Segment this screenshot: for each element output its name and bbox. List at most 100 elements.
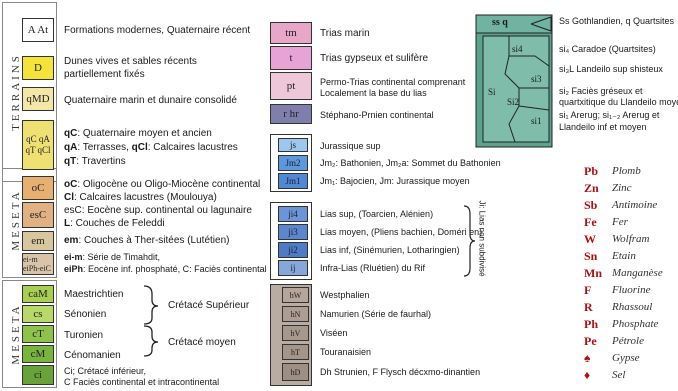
label-qA: qA: Terrasses, qCl: Calcaires lacustres <box>64 142 238 153</box>
mineral-name: Plomb <box>612 165 641 177</box>
qT-bold: qT <box>64 156 77 167</box>
jurassic-frame <box>270 134 312 192</box>
Cl-bold: Cl <box>64 192 74 203</box>
mineral-symbol: Pb <box>584 164 599 178</box>
qC-bold: qC <box>64 128 78 139</box>
qCl-bold: qCl <box>131 142 148 153</box>
label-ss: Ss Gothlandien, q Quartsites <box>559 16 675 26</box>
Cl-text: : Calcaires lacustres (Moulouya) <box>74 192 217 203</box>
mineral-name: Zinc <box>612 182 632 194</box>
mineral-name: Rhassoul <box>612 301 653 313</box>
label-si2b: quartxitique du Llandeilo moyen <box>559 97 678 107</box>
label-hT: Touranaisien <box>320 347 372 357</box>
code-Si2: Si2 <box>507 97 520 107</box>
mineral-symbol: Sn <box>584 249 598 263</box>
swatch-hW: hW <box>282 287 309 303</box>
mineral-name: Gypse <box>612 352 640 364</box>
label-ij: Infra-Lias (Rluétien) du Rif <box>320 263 426 273</box>
code-si1: si1 <box>531 116 542 126</box>
swatch-r: r hr <box>270 104 312 124</box>
em-text: : Couches à Ther-sitées (Lutétien) <box>78 235 230 246</box>
qCl-text: : Calcaires lacustres <box>147 142 238 153</box>
lias-bracket <box>463 205 476 277</box>
label-eim: ei-m: Série de Timahdit, <box>64 252 160 262</box>
eiPh-bold: eiPh <box>64 264 84 274</box>
swatch-jm2: Jm2 <box>278 155 308 171</box>
oC-text: : Oligocène ou Oligo-Miocène continental <box>77 179 261 190</box>
mineral-symbol: Mn <box>584 266 602 280</box>
cretace-brackets <box>143 285 159 357</box>
swatch-jm1: Jm1 <box>278 173 308 189</box>
label-hN: Namurien (Série de faurhal) <box>320 309 432 319</box>
eim-bold: ei-m <box>64 252 83 262</box>
label-jm2: Jm₂: Bathonien, Jm₂a: Sommet du Bathonie… <box>320 158 501 168</box>
mineral-name: Sel <box>612 369 626 381</box>
mineral-name: Wolfram <box>612 233 650 245</box>
label-si2a: si₂ Faciès gréseux et <box>559 86 643 96</box>
label-r: Stéphano-Prnien continental <box>320 110 434 120</box>
label-A: Formations modernes, Quaternaire récent <box>64 25 251 36</box>
swatch-esC: esC <box>22 202 54 228</box>
label-caM: Maestrichtien <box>64 289 124 300</box>
mineral-symbol: ♠ <box>584 351 591 365</box>
label-D2: partiellement fixés <box>64 69 145 80</box>
code-si3: si3 <box>531 74 542 84</box>
L-bold: L <box>64 218 71 229</box>
label-si3: si₃L Landeilo sup shisteux <box>559 64 663 74</box>
swatch-t: t <box>270 46 312 70</box>
mineral-name: Phosphate <box>612 318 659 330</box>
label-js: Jurassique sup <box>320 141 381 151</box>
label-ji4: Lias sup, (Toarcien, Alénien) <box>320 209 434 219</box>
label-ci2: C Faciès continental et intracontinental <box>64 377 220 387</box>
label-oC: oC: Oligocène ou Oligo-Miocène continent… <box>64 179 260 190</box>
mineral-symbol: ♦ <box>584 368 591 382</box>
label-qMD: Quaternaire marin et dunaire consolidé <box>64 95 237 106</box>
swatch-ji4: ji4 <box>278 206 308 222</box>
code-Si: Si <box>488 87 496 97</box>
label-si1b: Llandeilo inf et moyen <box>559 122 647 132</box>
swatch-em: em <box>22 231 54 251</box>
swatch-qMD: qMD <box>22 87 54 111</box>
label-D: Dunes vives et sables récents <box>64 56 197 67</box>
label-Cl: Cl: Calcaires lacustres (Moulouya) <box>64 192 217 203</box>
label-cs: Sénonien <box>64 309 107 320</box>
swatch-tm: tm <box>270 22 312 44</box>
label-hD: Dh Strunien, F Flysch décxmo-dinantien <box>320 367 481 377</box>
mineral-name: Etain <box>612 250 636 262</box>
qA-bold: qA <box>64 142 78 153</box>
L-text: : Couches de Feleddi <box>70 218 165 229</box>
swatch-ei: ei-m eiPh-eiC <box>22 253 54 275</box>
swatch-ji2: ji2 <box>278 242 308 258</box>
eim-text: : Série de Timahdit, <box>82 252 161 262</box>
swatch-hN: hN <box>282 306 309 322</box>
label-eiPh: eiPh: Eocène inf. phosphaté, C: Faciès c… <box>64 264 267 274</box>
label-t: Trias gypseux et sulifère <box>320 53 429 64</box>
swatch-cM: cM <box>22 345 54 363</box>
swatch-oC: oC <box>22 176 54 200</box>
lias-side-note: Ji: Lias non subdivisé <box>477 200 487 277</box>
code-si4: si4 <box>512 44 523 54</box>
mineral-symbol: W <box>584 232 596 246</box>
label-si1a: si₁ Arerug; si₁₋₂ Arerug et <box>559 110 660 120</box>
qc-code-bottom: qT qCl <box>25 145 51 155</box>
label-pt: Permo-Trias continental comprenant <box>320 77 466 87</box>
mineral-name: Fluorine <box>612 284 651 296</box>
meseta2-frame <box>2 280 57 388</box>
swatch-hV: hV <box>282 325 309 341</box>
swatch-ci: ci <box>22 365 54 385</box>
swatch-qC: qC qA qT qCl <box>22 120 54 170</box>
qc-code-top: qC qA <box>26 134 50 144</box>
qC-text: : Quaternaire moyen et ancien <box>77 128 212 139</box>
terrains-label: TERRAINS <box>10 53 22 131</box>
label-qC: qC: Quaternaire moyen et ancien <box>64 128 212 139</box>
qT-text: : Travertins <box>76 156 126 167</box>
swatch-hT: hT <box>282 344 309 360</box>
label-ji2: Lias inf, (Sinémurien, Lotharingien) <box>320 245 460 255</box>
swatch-cT: cT <box>22 325 54 343</box>
mineral-name: Manganèse <box>612 267 663 279</box>
label-si4: si₄ Caradoe (Quartsites) <box>559 44 656 54</box>
swatch-js: js <box>278 138 308 152</box>
mineral-symbol: Sb <box>584 198 598 212</box>
swatch-hD: hD <box>282 363 309 381</box>
label-hV: Viséen <box>320 328 348 338</box>
